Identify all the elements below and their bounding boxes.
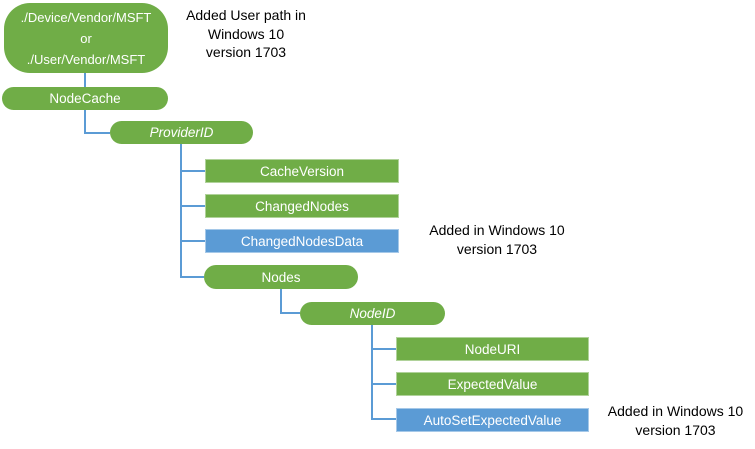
connector-nodes-trunk <box>280 289 282 314</box>
annotation-changednodesdata-line-2: version 1703 <box>456 240 538 257</box>
node-autosetexpectedvalue: AutoSetExpectedValue <box>396 408 589 432</box>
connector-nodeid-trunk <box>371 325 373 420</box>
node-changednodes: ChangedNodes <box>205 194 399 218</box>
node-nodecache: NodeCache <box>2 87 168 110</box>
annotation-autosetexpectedvalue: Added in Windows 10 version 1703 <box>596 402 755 439</box>
node-nodeuri: NodeURI <box>396 337 589 361</box>
connector-to-nodeuri <box>371 348 396 350</box>
node-nodeid: NodeID <box>300 302 445 325</box>
connector-providerid-trunk <box>180 144 182 278</box>
node-changednodesdata: ChangedNodesData <box>205 229 399 253</box>
annotation-changednodesdata-line-1: Added in Windows 10 <box>429 222 565 238</box>
connector-to-changednodes <box>180 205 205 207</box>
connector-nodecache-to-providerid <box>84 132 110 134</box>
node-providerid: ProviderID <box>110 121 253 144</box>
annotation-user-path: Added User path in Windows 10 version 17… <box>172 6 320 62</box>
node-nodes: Nodes <box>204 265 358 289</box>
connector-to-cacheversion <box>180 170 205 172</box>
annotation-user-path-line-3: version 1703 <box>205 44 287 60</box>
node-cacheversion: CacheVersion <box>205 159 399 183</box>
root-path-line-or: or <box>80 30 92 46</box>
node-expectedvalue: ExpectedValue <box>396 372 589 396</box>
root-path-line-user: ./User/Vendor/MSFT <box>26 51 146 67</box>
connector-to-expectedvalue <box>371 383 396 385</box>
annotation-autosetexpectedvalue-line-2: version 1703 <box>635 421 716 438</box>
root-path-line-device: ./Device/Vendor/MSFT <box>20 9 152 25</box>
annotation-user-path-line-2: Windows 10 <box>207 25 285 42</box>
connector-root-to-nodecache <box>84 73 86 87</box>
connector-to-changednodesdata <box>180 240 205 242</box>
annotation-autosetexpectedvalue-line-1: Added in Windows 10 <box>607 403 744 419</box>
annotation-user-path-line-1: Added User path in <box>186 7 306 23</box>
connector-to-nodeid <box>280 312 300 314</box>
annotation-changednodesdata: Added in Windows 10 version 1703 <box>407 221 587 258</box>
connector-nodecache-trunk <box>84 110 86 134</box>
connector-to-autosetexpectedvalue <box>371 418 396 420</box>
node-root-path: ./Device/Vendor/MSFT or ./User/Vendor/MS… <box>4 3 168 73</box>
connector-to-nodes <box>180 276 204 278</box>
